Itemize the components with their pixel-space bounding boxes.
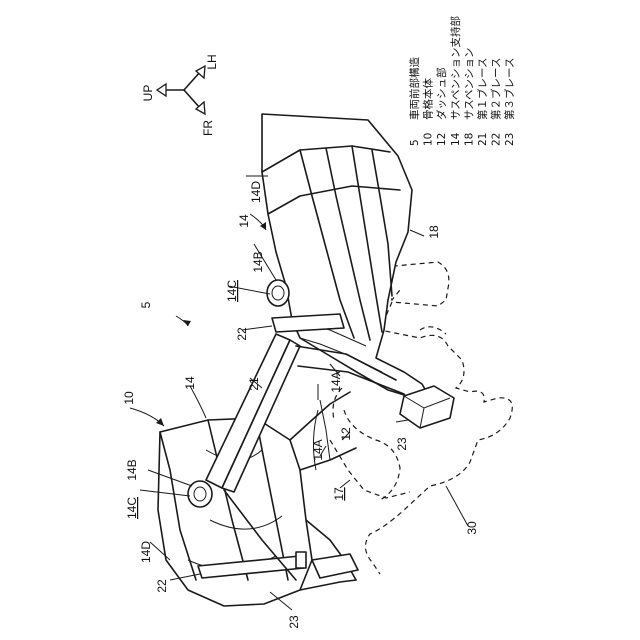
third-brace-lower (312, 554, 358, 578)
label-21: 21 (247, 377, 261, 391)
legend-number: 23 (504, 133, 516, 146)
legend-number: 12 (436, 133, 448, 146)
legend-text: 第３ブレース (503, 58, 516, 120)
legend-text: ダッシュ部 (435, 68, 448, 121)
legend-text: 第２ブレース (490, 58, 503, 120)
legend-number: 21 (477, 133, 489, 146)
legend-text: 第１ブレース (476, 58, 489, 120)
compass-lh-label: LH (205, 54, 219, 69)
label-14C-right: 14C (225, 280, 239, 302)
label-14A-lower: 14A (311, 439, 325, 460)
lh-arrow-icon (184, 72, 200, 90)
label-14D-right: 14D (249, 181, 263, 203)
second-brace-upper (272, 314, 344, 332)
compass-fr-label: FR (201, 120, 215, 136)
label-17: 17 (332, 487, 346, 501)
label-22-lower: 22 (155, 579, 169, 593)
fr-arrow-icon (184, 90, 200, 108)
label-10: 10 (122, 391, 136, 405)
legend-number: 5 (409, 139, 421, 146)
legend-text: サスペンション支持部 (449, 16, 462, 120)
label-14-right: 14 (237, 214, 251, 228)
strut-mount-left (188, 481, 212, 507)
label-18: 18 (427, 225, 441, 239)
legend-number: 18 (463, 133, 475, 146)
label-14B-left: 14B (125, 459, 139, 480)
strut-mount-right (267, 280, 289, 306)
label-14-left: 14 (183, 376, 197, 390)
label-14C-left: 14C (125, 497, 139, 519)
label-22-upper: 22 (235, 327, 249, 341)
reference-legend: 5 車両前部構造10 骨格本体12 ダッシュ部14 サスペンション支持部18 サスペンショ… (408, 16, 516, 146)
legend-text: 骨格本体 (422, 78, 435, 120)
label-14A-upper: 14A (329, 371, 343, 392)
label-14D-left: 14D (139, 541, 153, 563)
legend-number: 10 (423, 133, 435, 146)
label-14B-right: 14B (251, 251, 265, 272)
direction-compass: UP LH FR (141, 54, 219, 136)
legend-text: 車両前部構造 (408, 57, 421, 120)
label-12: 12 (339, 427, 353, 441)
label-23-lower: 23 (287, 615, 301, 629)
label-23-upper: 23 (395, 437, 409, 451)
label-30: 30 (465, 521, 479, 535)
label-5: 5 (139, 301, 153, 308)
legend-number: 14 (450, 132, 462, 146)
legend-text: サスペンション (463, 47, 475, 120)
legend-number: 22 (491, 133, 503, 146)
compass-up-label: UP (141, 85, 155, 102)
